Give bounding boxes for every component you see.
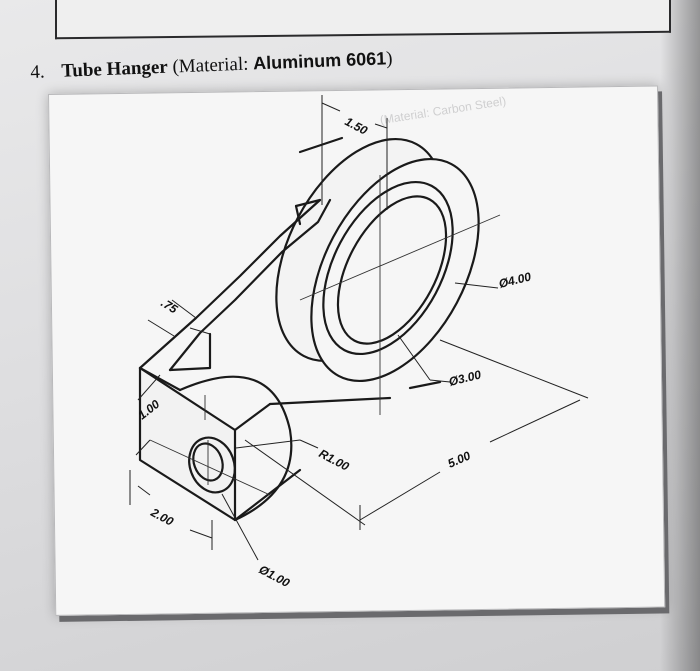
dim-overall-length: 5.00 bbox=[446, 448, 473, 470]
page-shadow bbox=[660, 0, 700, 671]
dim-ring-inner-diameter: Ø3.00 bbox=[447, 367, 482, 389]
base-block bbox=[138, 366, 392, 522]
dim-hole-diameter: Ø1.00 bbox=[257, 562, 293, 590]
dim-top-width: 1.50 bbox=[343, 114, 370, 137]
dim-fillet-radius: R1.00 bbox=[317, 446, 352, 474]
dim-base-width: 2.00 bbox=[148, 505, 176, 529]
dim-slot-width: .75 bbox=[158, 296, 180, 317]
dimension-lines bbox=[129, 95, 589, 561]
ring-body bbox=[275, 136, 480, 390]
dim-ring-outer-diameter: Ø4.00 bbox=[497, 269, 532, 291]
slot-arm bbox=[138, 198, 332, 372]
center-lines bbox=[149, 175, 501, 496]
base-hole bbox=[188, 436, 236, 494]
